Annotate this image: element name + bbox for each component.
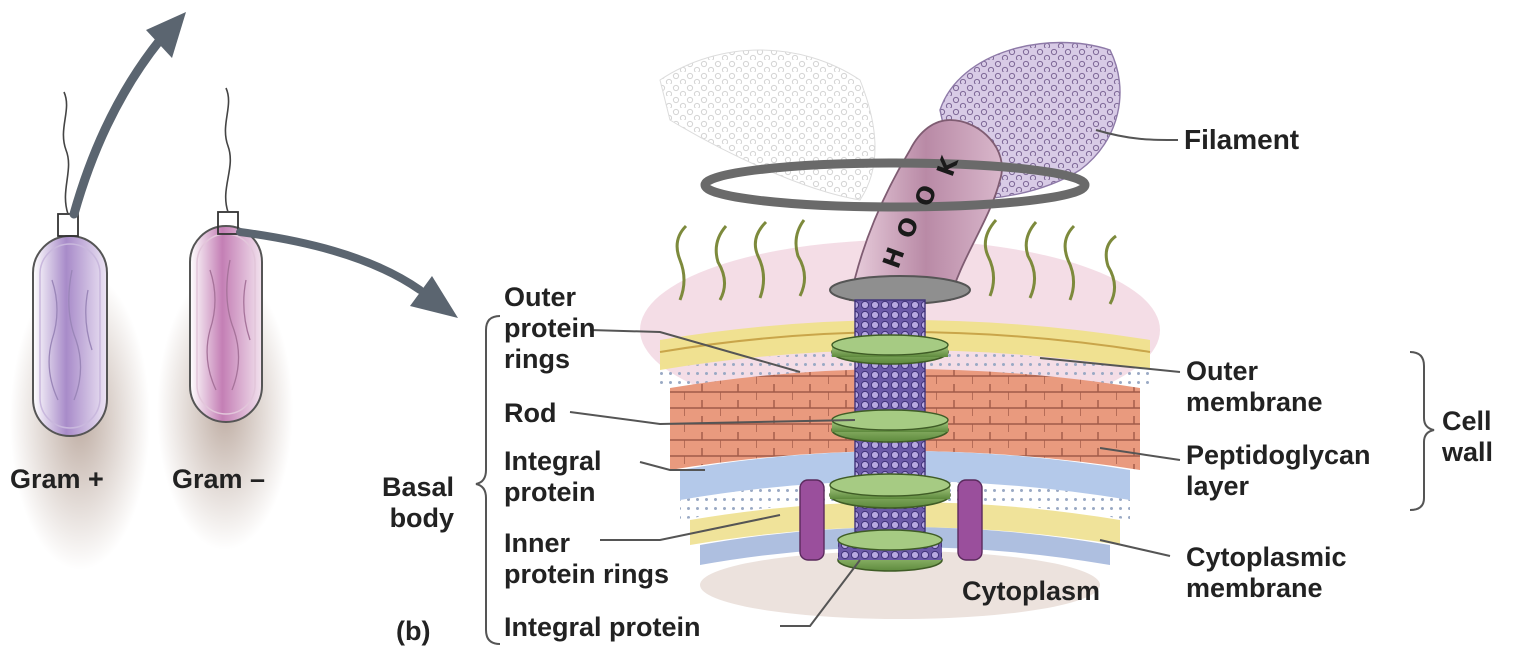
gram-negative-zoom-arrow bbox=[240, 232, 458, 318]
cytoplasm-label: Cytoplasm bbox=[962, 576, 1100, 607]
integral-protein-lower-label: Integral protein bbox=[504, 612, 701, 643]
inner-protein-rings-line-1: Inner bbox=[504, 528, 669, 559]
outer-protein-rings-line-1: Outer bbox=[504, 282, 596, 313]
cell-wall-label: Cell wall bbox=[1442, 406, 1493, 468]
gram-positive-zoom-arrow bbox=[74, 12, 186, 214]
inner-protein-rings-line-2: protein rings bbox=[504, 559, 669, 590]
cytoplasmic-membrane-line-2: membrane bbox=[1186, 573, 1347, 604]
rod-label: Rod bbox=[504, 398, 556, 429]
inner-protein-rings-label: Inner protein rings bbox=[504, 528, 669, 590]
filament-label: Filament bbox=[1184, 124, 1299, 155]
outer-membrane-line-1: Outer bbox=[1186, 356, 1323, 387]
cytoplasmic-membrane-label: Cytoplasmic membrane bbox=[1186, 542, 1347, 604]
outer-membrane-label: Outer membrane bbox=[1186, 356, 1323, 418]
panel-label: (b) bbox=[396, 616, 430, 647]
cell-wall-brace bbox=[1410, 352, 1434, 510]
outer-protein-rings-line-2: protein bbox=[504, 313, 596, 344]
basal-body-line-2: body bbox=[382, 503, 454, 534]
basal-body-line-1: Basal bbox=[382, 472, 454, 503]
outer-protein-rings-label: Outer protein rings bbox=[504, 282, 596, 375]
basal-body-label: Basal body bbox=[382, 472, 454, 534]
gram-negative-label: Gram – bbox=[172, 464, 265, 495]
gram-positive-cell bbox=[10, 92, 150, 570]
outer-membrane-line-2: membrane bbox=[1186, 387, 1323, 418]
basal-body-brace bbox=[476, 316, 500, 644]
integral-protein-upper-label: Integral protein bbox=[504, 446, 602, 508]
peptidoglycan-layer-line-1: Peptidoglycan bbox=[1186, 440, 1371, 471]
gram-positive-label: Gram + bbox=[10, 464, 104, 495]
peptidoglycan-layer-line-2: layer bbox=[1186, 471, 1371, 502]
cell-wall-line-2: wall bbox=[1442, 437, 1493, 468]
cytoplasmic-membrane-line-1: Cytoplasmic bbox=[1186, 542, 1347, 573]
integral-protein-upper-line-1: Integral bbox=[504, 446, 602, 477]
ghost-filament bbox=[660, 50, 875, 200]
outer-protein-rings-line-3: rings bbox=[504, 344, 596, 375]
cell-wall-line-1: Cell bbox=[1442, 406, 1493, 437]
peptidoglycan-layer-label: Peptidoglycan layer bbox=[1186, 440, 1371, 502]
integral-protein-upper-line-2: protein bbox=[504, 477, 602, 508]
